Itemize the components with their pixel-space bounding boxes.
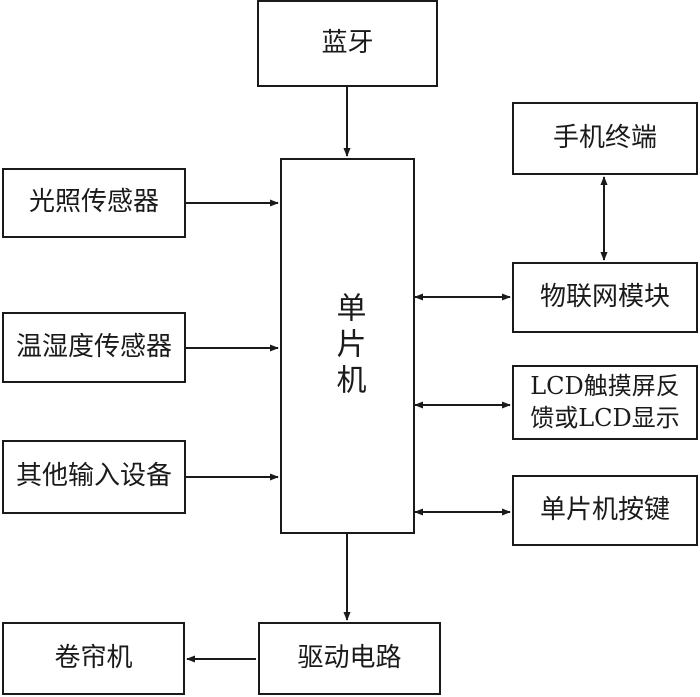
iot-module-block: 物联网模块 (512, 262, 698, 333)
other-input-label: 其他输入设备 (15, 461, 172, 492)
light-sensor-label: 光照传感器 (28, 187, 159, 218)
bluetooth-block: 蓝牙 (257, 0, 438, 87)
driver-circuit-label: 驱动电路 (297, 642, 402, 673)
lcd-display-label-line2: 馈或LCD显示 (530, 403, 680, 432)
light-sensor-block: 光照传感器 (2, 168, 186, 238)
temp-humidity-sensor-block: 温湿度传感器 (2, 312, 186, 383)
temp-humidity-sensor-label: 温湿度传感器 (15, 331, 172, 362)
curtain-motor-label: 卷帘机 (54, 642, 133, 673)
other-input-block: 其他输入设备 (2, 440, 186, 514)
mcu-block: 单片机 (280, 158, 415, 534)
bluetooth-label: 蓝牙 (321, 27, 374, 58)
mcu-label: 单片机 (330, 292, 366, 400)
phone-terminal-label: 手机终端 (552, 122, 657, 153)
lcd-display-label-line1: LCD触摸屏反 (530, 372, 680, 401)
driver-circuit-block: 驱动电路 (258, 622, 441, 695)
iot-module-label: 物联网模块 (539, 281, 670, 312)
mcu-buttons-block: 单片机按键 (512, 475, 698, 546)
curtain-motor-block: 卷帘机 (2, 622, 185, 695)
phone-terminal-block: 手机终端 (512, 102, 698, 175)
lcd-display-block: LCD触摸屏反 馈或LCD显示 (512, 365, 698, 440)
mcu-buttons-label: 单片机按键 (539, 494, 670, 525)
